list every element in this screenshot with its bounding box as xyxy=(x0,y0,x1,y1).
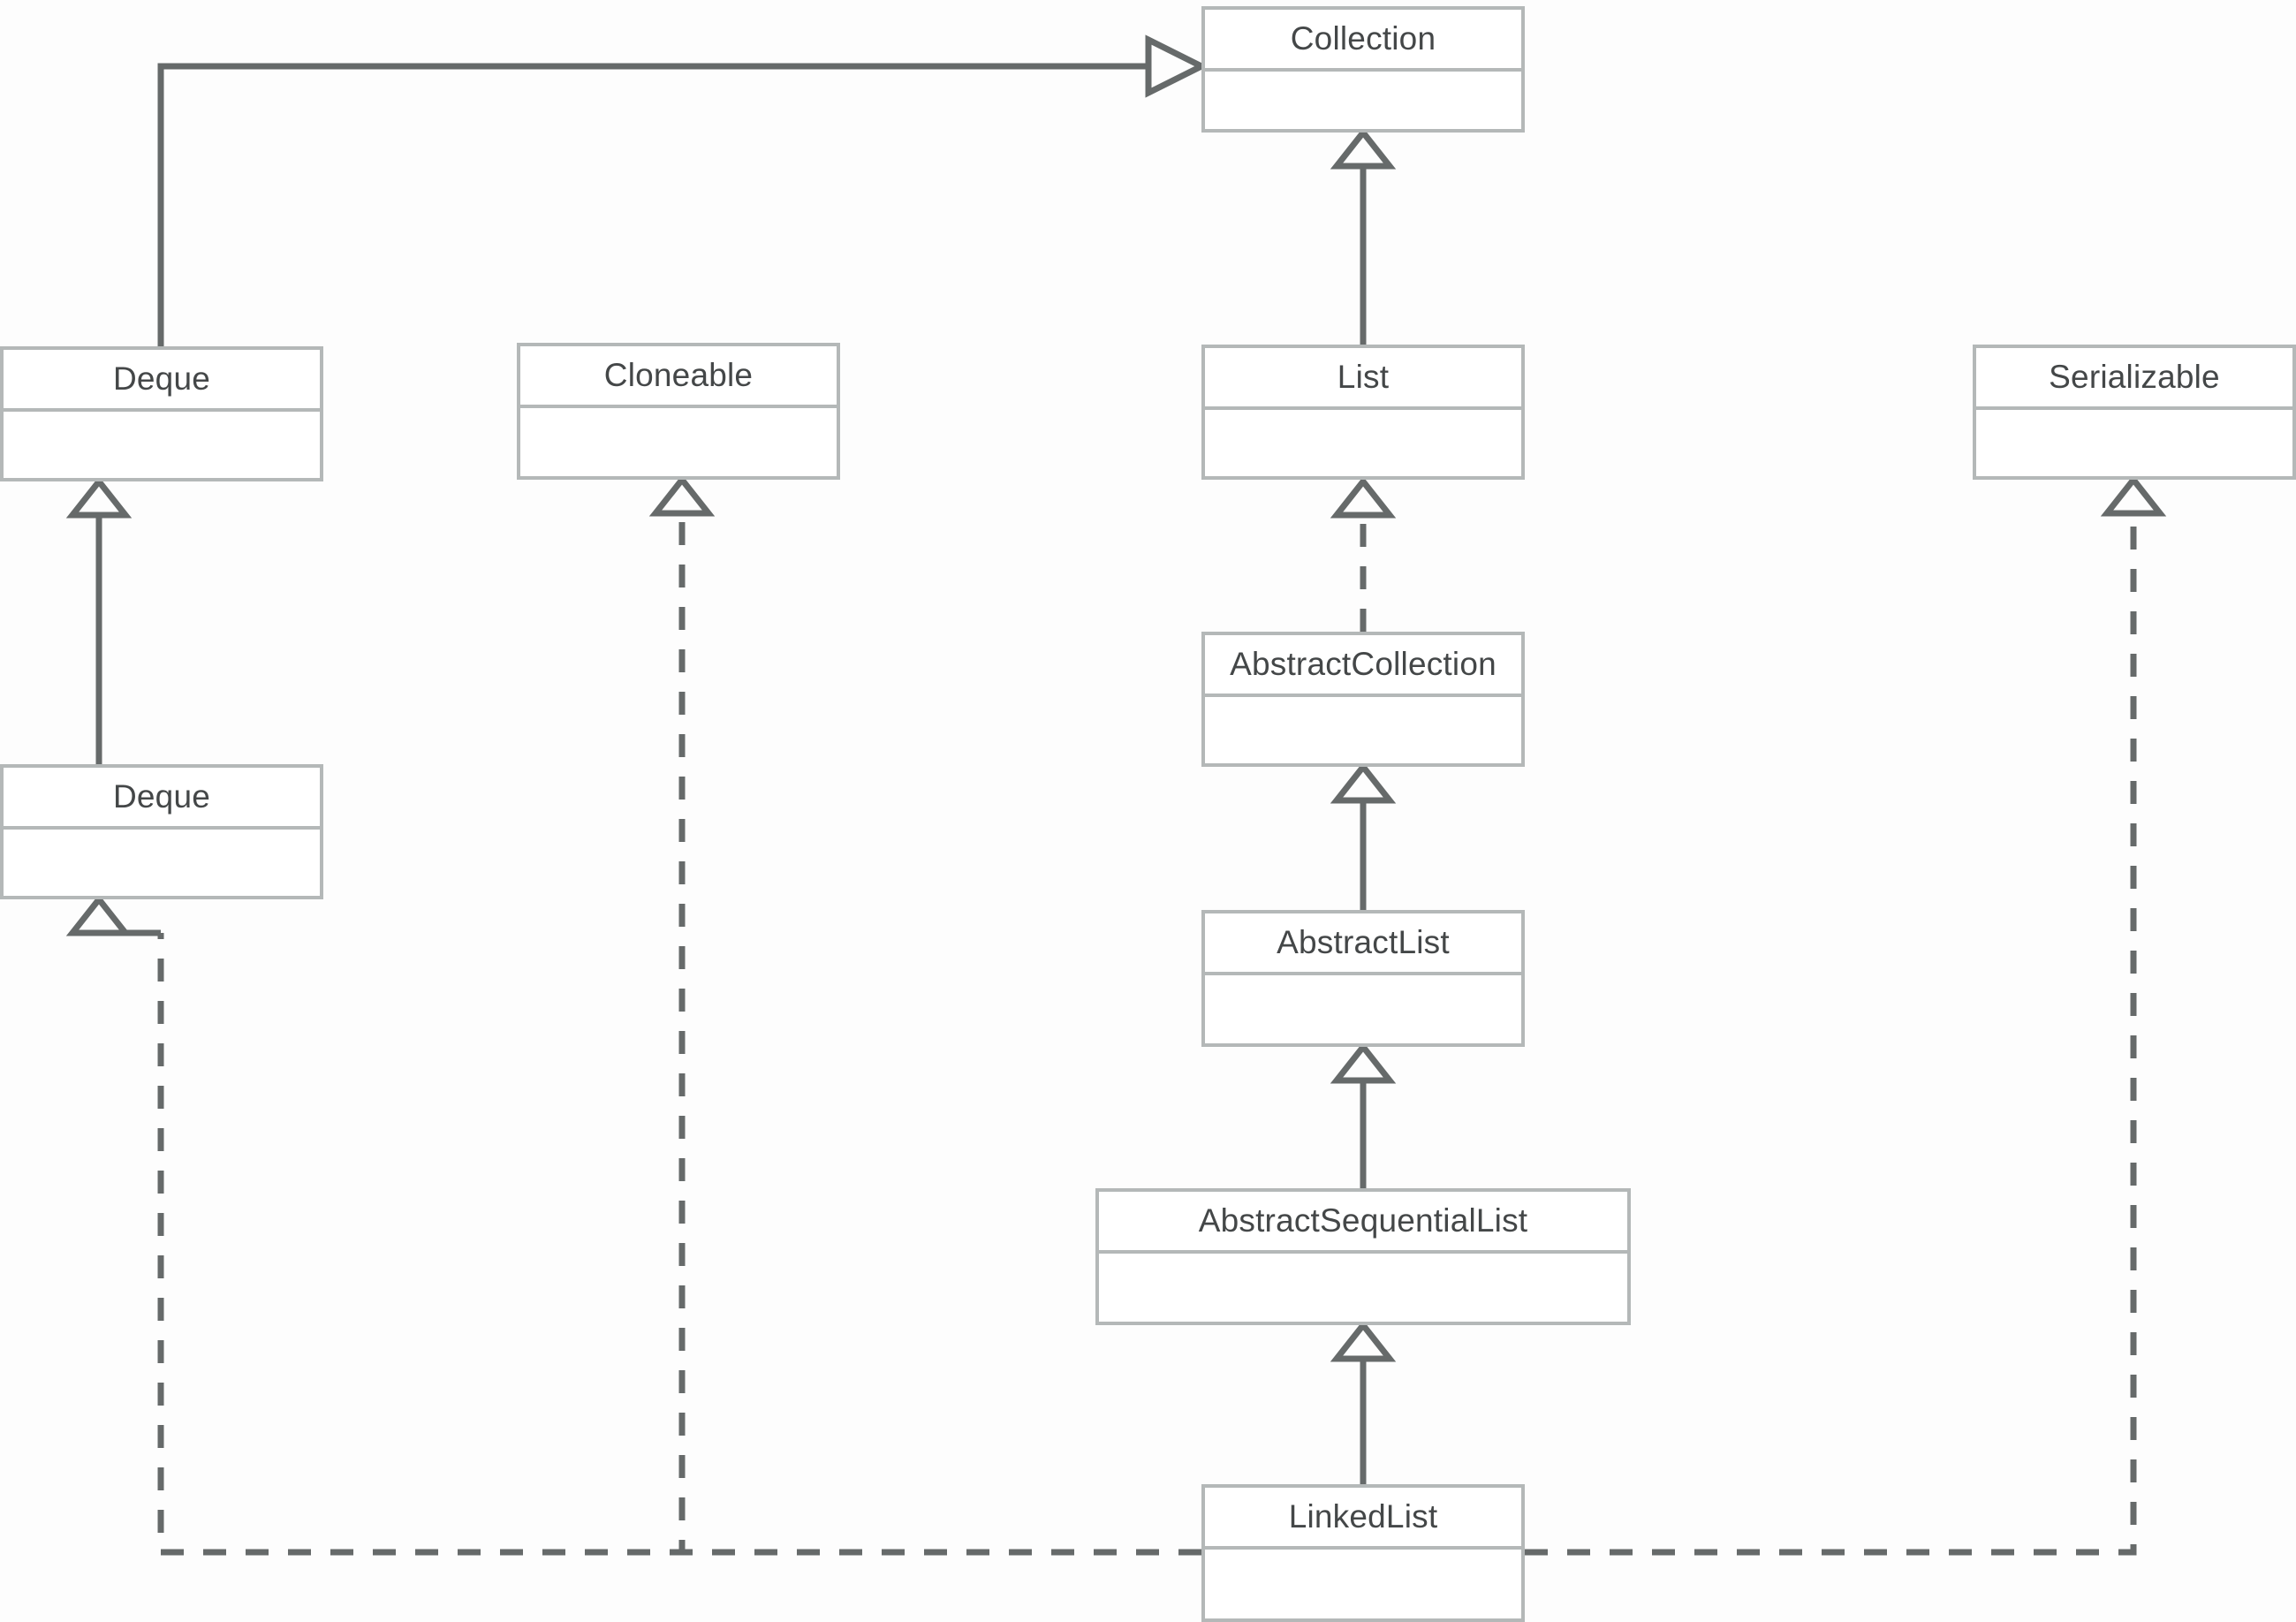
class-box-collection[interactable]: Collection xyxy=(1201,6,1525,133)
class-attributes-abstract-sequential-list xyxy=(1099,1254,1627,1322)
edge-list-to-collection xyxy=(1330,127,1397,345)
class-name-collection: Collection xyxy=(1205,10,1521,72)
class-name-cloneable: Cloneable xyxy=(520,346,837,408)
class-name-list: List xyxy=(1205,348,1521,410)
class-box-deque-class[interactable]: Deque xyxy=(0,764,323,899)
class-box-list[interactable]: List xyxy=(1201,345,1525,480)
edge-abstractseqlist-to-abstractlist xyxy=(1330,1042,1397,1188)
class-attributes-cloneable xyxy=(520,408,837,476)
class-name-abstract-list: AbstractList xyxy=(1205,913,1521,975)
edge-abstractlist-to-abstractcollection xyxy=(1330,762,1397,910)
edge-deque-iface-to-collection xyxy=(157,34,1209,346)
class-attributes-abstract-collection xyxy=(1205,697,1521,763)
edge-deque-class-to-deque-iface xyxy=(65,476,133,764)
class-box-abstract-list[interactable]: AbstractList xyxy=(1201,910,1525,1047)
class-name-abstract-collection: AbstractCollection xyxy=(1205,635,1521,697)
class-box-abstract-sequential-list[interactable]: AbstractSequentialList xyxy=(1095,1188,1631,1325)
edge-linkedlist-to-serializable xyxy=(1525,474,2167,1556)
class-name-abstract-sequential-list: AbstractSequentialList xyxy=(1099,1192,1627,1254)
class-attributes-list xyxy=(1205,410,1521,476)
class-name-deque-interface: Deque xyxy=(4,350,320,412)
class-attributes-serializable xyxy=(1976,410,2292,476)
edge-linkedlist-to-abstractseqlist xyxy=(1330,1320,1397,1484)
class-box-linkedlist[interactable]: LinkedList xyxy=(1201,1484,1525,1622)
class-name-serializable: Serializable xyxy=(1976,348,2292,410)
class-name-linkedlist: LinkedList xyxy=(1205,1488,1521,1550)
class-attributes-linkedlist xyxy=(1205,1550,1521,1618)
class-attributes-abstract-list xyxy=(1205,975,1521,1043)
class-attributes-deque-class xyxy=(4,830,320,896)
class-attributes-collection xyxy=(1205,72,1521,129)
edge-abstractcollection-to-list xyxy=(1330,476,1397,632)
class-box-abstract-collection[interactable]: AbstractCollection xyxy=(1201,632,1525,767)
class-box-cloneable[interactable]: Cloneable xyxy=(517,343,840,480)
class-box-deque-interface[interactable]: Deque xyxy=(0,346,323,481)
class-name-deque-class: Deque xyxy=(4,768,320,830)
edge-linkedlist-to-deque-class xyxy=(65,894,1201,1556)
edge-linkedlist-to-cloneable xyxy=(648,474,1201,1556)
class-attributes-deque-interface xyxy=(4,412,320,478)
class-box-serializable[interactable]: Serializable xyxy=(1973,345,2296,480)
